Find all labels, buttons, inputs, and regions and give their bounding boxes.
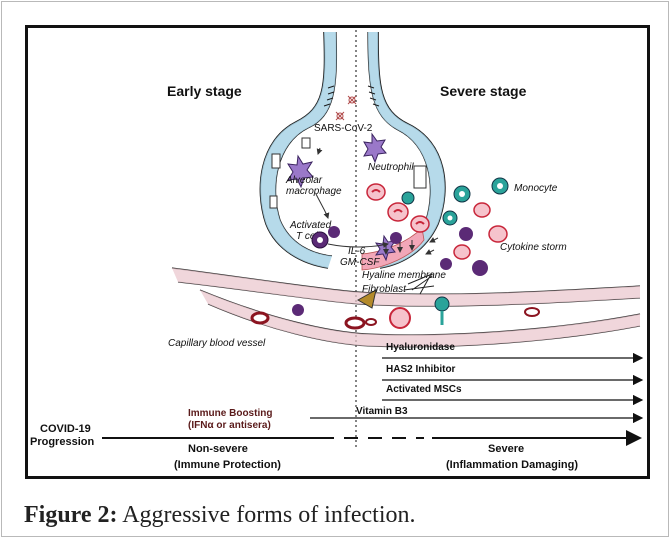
therapy-activated-mscs: Activated MSCs: [386, 384, 462, 395]
label-capillary-blood-vessel: Capillary blood vessel: [168, 338, 266, 349]
label-cytokine-storm: Cytokine storm: [500, 242, 567, 253]
severe-stage-title: Severe stage: [440, 83, 527, 99]
therapy-has2-inhibitor: HAS2 Inhibitor: [386, 364, 456, 375]
macrophage-severe-icon: [364, 134, 386, 162]
therapy-immune-boosting-sub: (IFNα or antisera): [188, 420, 271, 431]
stage-severe-sub: (Inflammation Damaging): [446, 459, 578, 471]
teal-cell-in-vessel: [435, 297, 449, 311]
label-il6: IL-6: [348, 246, 366, 257]
label-gm-csf: GM-CSF: [340, 257, 380, 268]
neutrophil-in-vessel: [390, 308, 410, 328]
red-blood-cell: [252, 313, 268, 323]
diagram-panel: Early stage Severe stage: [25, 25, 650, 479]
label-alveolar: Alveolar: [285, 175, 323, 186]
red-blood-cell: [366, 319, 376, 325]
caption-label: Figure 2:: [24, 502, 118, 528]
figure-caption: Figure 2: Aggressive forms of infection.: [24, 502, 415, 529]
label-fibroblast: Fibroblast: [362, 284, 407, 295]
therapy-hyaluronidase: Hyaluronidase: [386, 342, 455, 353]
therapy-immune-boosting: Immune Boosting: [188, 408, 272, 419]
label-macrophage: macrophage: [286, 186, 342, 197]
progression-title-1: COVID-19: [40, 423, 91, 435]
stage-severe: Severe: [488, 443, 524, 455]
red-blood-cell: [525, 308, 539, 316]
label-hyaline-membrane: Hyaline membrane: [362, 270, 446, 281]
covid-progression-diagram: Early stage Severe stage: [28, 28, 647, 476]
label-neutrophil: Neutrophil: [368, 162, 414, 173]
progression-title-2: Progression: [30, 436, 94, 448]
t-cell-icon-2: [328, 226, 340, 238]
early-stage-title: Early stage: [167, 83, 242, 99]
label-activated: Activated: [289, 220, 332, 231]
stage-non-severe: Non-severe: [188, 443, 248, 455]
therapy-vitamin-b3: Vitamin B3: [356, 406, 408, 417]
sars-cov-2-virions: [336, 96, 356, 120]
immune-cell-purple: [292, 304, 304, 316]
red-blood-cell: [346, 318, 364, 328]
label-monocyte: Monocyte: [514, 183, 558, 194]
monocytes: [443, 178, 508, 225]
caption-text: Aggressive forms of infection.: [118, 502, 416, 528]
label-sars-cov-2: SARS-CoV-2: [314, 123, 373, 134]
stage-non-severe-sub: (Immune Protection): [174, 459, 281, 471]
